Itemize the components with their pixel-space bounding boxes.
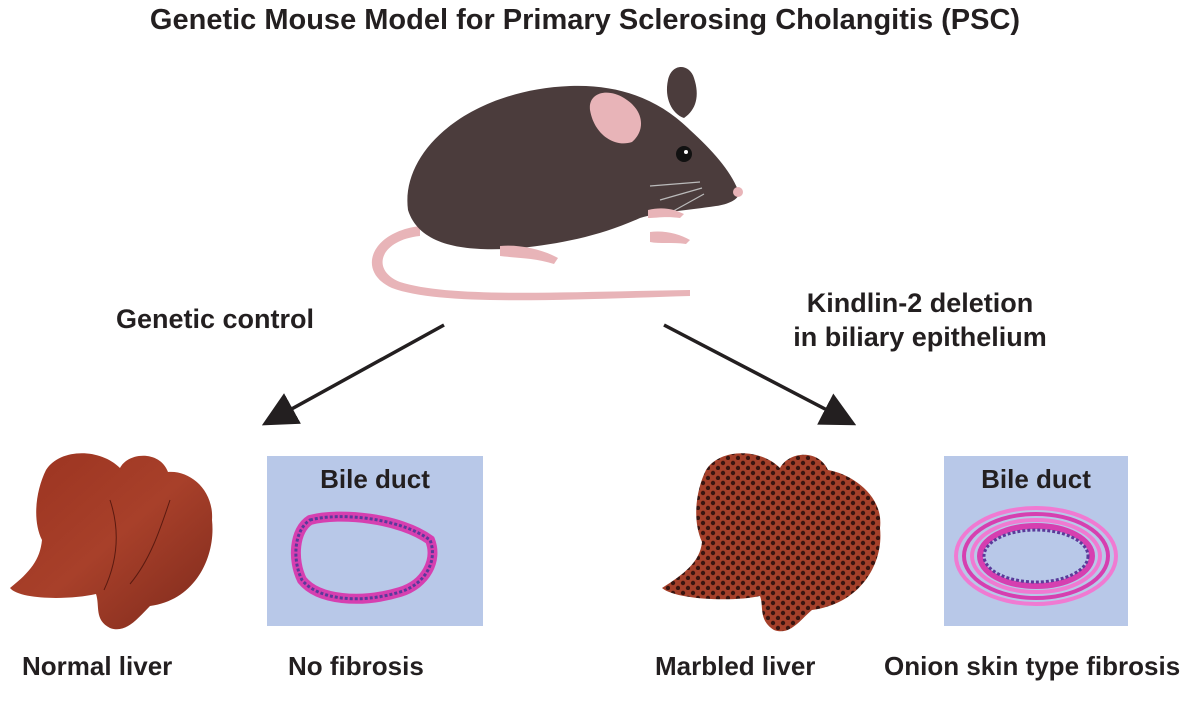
bile-duct-panel-normal: Bile duct [267, 456, 483, 626]
mouse-nose [733, 187, 743, 197]
mouse-ear-front [589, 92, 642, 144]
branch-label-kindlin-deletion: Kindlin-2 deletion in biliary epithelium [760, 286, 1080, 354]
normal-liver-illustration [10, 453, 213, 630]
mouse-front-paw [650, 231, 690, 244]
panel-title: Bile duct [981, 464, 1091, 494]
mouse-hind-paw [500, 245, 558, 264]
mouse-illustration [371, 67, 743, 301]
caption-no-fibrosis: No fibrosis [288, 651, 424, 681]
bile-duct-panel-fibrosis: Bile duct [944, 456, 1128, 626]
branch-label-line2: in biliary epithelium [793, 322, 1047, 352]
mouse-tail [371, 226, 690, 301]
branch-label-line1: Kindlin-2 deletion [806, 288, 1034, 318]
panel-title: Bile duct [320, 464, 430, 494]
branch-label-genetic-control: Genetic control [116, 304, 315, 334]
marbled-liver-illustration [662, 453, 881, 632]
arrow-right [663, 323, 857, 426]
mouse-body [407, 85, 739, 250]
mouse-ear-back [666, 67, 697, 118]
arrow-left [261, 323, 445, 426]
caption-normal-liver: Normal liver [22, 651, 173, 681]
mouse-front-paw-2 [648, 208, 684, 218]
caption-marbled-liver: Marbled liver [655, 651, 816, 681]
mouse-eye [676, 146, 692, 162]
diagram-title: Genetic Mouse Model for Primary Sclerosi… [149, 4, 1021, 36]
caption-onion-skin-fibrosis: Onion skin type fibrosis [884, 651, 1181, 681]
